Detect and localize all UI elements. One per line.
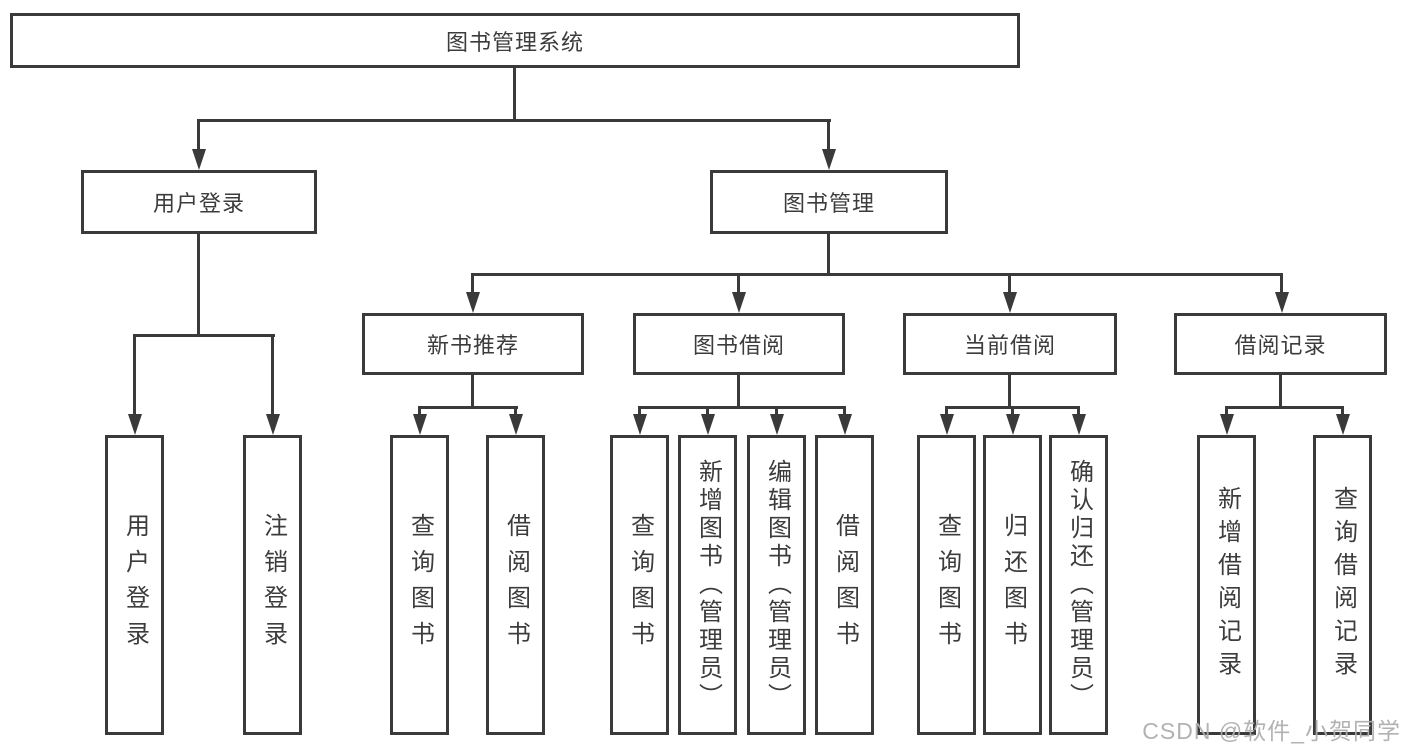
connector-line bbox=[271, 334, 274, 417]
leaf-label: 用户登录 bbox=[121, 513, 149, 657]
connector-line bbox=[471, 375, 474, 409]
leaf-query-books-recommend: 查询图书 bbox=[390, 435, 449, 735]
node-new-book-recommend: 新书推荐 bbox=[362, 313, 584, 375]
connector-line bbox=[513, 68, 516, 122]
connector-line bbox=[706, 406, 709, 417]
leaf-query-books-current: 查询图书 bbox=[917, 435, 976, 735]
leaf-add-borrow-record: 新增借阅记录 bbox=[1197, 435, 1256, 735]
leaf-logout: 注销登录 bbox=[243, 435, 302, 735]
node-book-borrow: 图书借阅 bbox=[633, 313, 845, 375]
leaf-borrow-books: 借阅图书 bbox=[815, 435, 874, 735]
connector-line bbox=[418, 406, 518, 409]
connector-line bbox=[197, 119, 200, 151]
connector-line bbox=[737, 375, 740, 409]
leaf-add-books-admin: 新增图书（管理员） bbox=[678, 435, 737, 735]
connector-arrowhead bbox=[127, 414, 142, 435]
connector-line bbox=[827, 119, 830, 151]
connector-arrowhead bbox=[1335, 414, 1350, 435]
connector-arrowhead bbox=[1005, 414, 1020, 435]
connector-line bbox=[1077, 406, 1080, 417]
connector-line bbox=[1008, 375, 1011, 409]
leaf-label: 新增借阅记录 bbox=[1213, 486, 1241, 684]
leaf-query-borrow-record: 查询借阅记录 bbox=[1313, 435, 1372, 735]
leaf-query-books-borrow: 查询图书 bbox=[610, 435, 669, 735]
leaf-return-books: 归还图书 bbox=[983, 435, 1042, 735]
connector-arrowhead bbox=[769, 414, 784, 435]
connector-line bbox=[1279, 375, 1282, 409]
connector-arrowhead bbox=[1003, 292, 1017, 313]
leaf-label: 编辑图书（管理员） bbox=[763, 459, 791, 711]
connector-line bbox=[514, 406, 517, 417]
leaf-edit-books-admin: 编辑图书（管理员） bbox=[747, 435, 806, 735]
connector-arrowhead bbox=[632, 414, 647, 435]
connector-line bbox=[471, 273, 1283, 276]
connector-arrowhead bbox=[1219, 414, 1234, 435]
connector-line bbox=[1225, 406, 1228, 417]
connector-arrowhead bbox=[412, 414, 427, 435]
connector-arrowhead bbox=[508, 414, 523, 435]
leaf-label: 查询图书 bbox=[406, 513, 434, 657]
leaf-label: 归还图书 bbox=[999, 513, 1027, 657]
leaf-label: 查询图书 bbox=[933, 513, 961, 657]
connector-line bbox=[775, 406, 778, 417]
connector-line bbox=[737, 273, 740, 295]
leaf-label: 借阅图书 bbox=[831, 513, 859, 657]
connector-line bbox=[1341, 406, 1344, 417]
leaf-borrow-books-recommend: 借阅图书 bbox=[486, 435, 545, 735]
connector-arrowhead bbox=[700, 414, 715, 435]
connector-line bbox=[638, 406, 641, 417]
connector-line bbox=[638, 406, 846, 409]
node-book-management: 图书管理 bbox=[710, 170, 948, 234]
connector-line bbox=[827, 234, 830, 276]
connector-line bbox=[133, 334, 136, 417]
node-root: 图书管理系统 bbox=[10, 13, 1020, 68]
leaf-label: 注销登录 bbox=[259, 513, 287, 657]
connector-line bbox=[1011, 406, 1014, 417]
connector-arrowhead bbox=[732, 292, 746, 313]
connector-line bbox=[1225, 406, 1344, 409]
connector-arrowhead bbox=[191, 149, 206, 170]
connector-line bbox=[1280, 273, 1283, 295]
connector-line bbox=[197, 119, 831, 122]
connector-arrowhead bbox=[837, 414, 852, 435]
connector-line bbox=[197, 234, 200, 337]
connector-line bbox=[133, 334, 275, 337]
connector-arrowhead bbox=[939, 414, 954, 435]
connector-arrowhead bbox=[821, 149, 836, 170]
leaf-label: 查询借阅记录 bbox=[1329, 486, 1357, 684]
leaf-label: 确认归还（管理员） bbox=[1065, 459, 1093, 711]
connector-arrowhead bbox=[265, 414, 280, 435]
leaf-confirm-return-admin: 确认归还（管理员） bbox=[1049, 435, 1108, 735]
connector-line bbox=[945, 406, 948, 417]
node-current-borrow: 当前借阅 bbox=[903, 313, 1117, 375]
csdn-watermark: CSDN @软件_小贺同学 bbox=[1142, 718, 1401, 744]
leaf-label: 查询图书 bbox=[626, 513, 654, 657]
node-borrow-records: 借阅记录 bbox=[1174, 313, 1387, 375]
leaf-label: 借阅图书 bbox=[502, 513, 530, 657]
connector-arrowhead bbox=[1071, 414, 1086, 435]
connector-line bbox=[1008, 273, 1011, 295]
leaf-user-login: 用户登录 bbox=[105, 435, 164, 735]
connector-line bbox=[471, 273, 474, 295]
node-user-login: 用户登录 bbox=[81, 170, 317, 234]
connector-arrowhead bbox=[466, 292, 480, 313]
leaf-label: 新增图书（管理员） bbox=[694, 459, 722, 711]
connector-line bbox=[418, 406, 421, 417]
connector-arrowhead bbox=[1275, 292, 1289, 313]
connector-line bbox=[843, 406, 846, 417]
